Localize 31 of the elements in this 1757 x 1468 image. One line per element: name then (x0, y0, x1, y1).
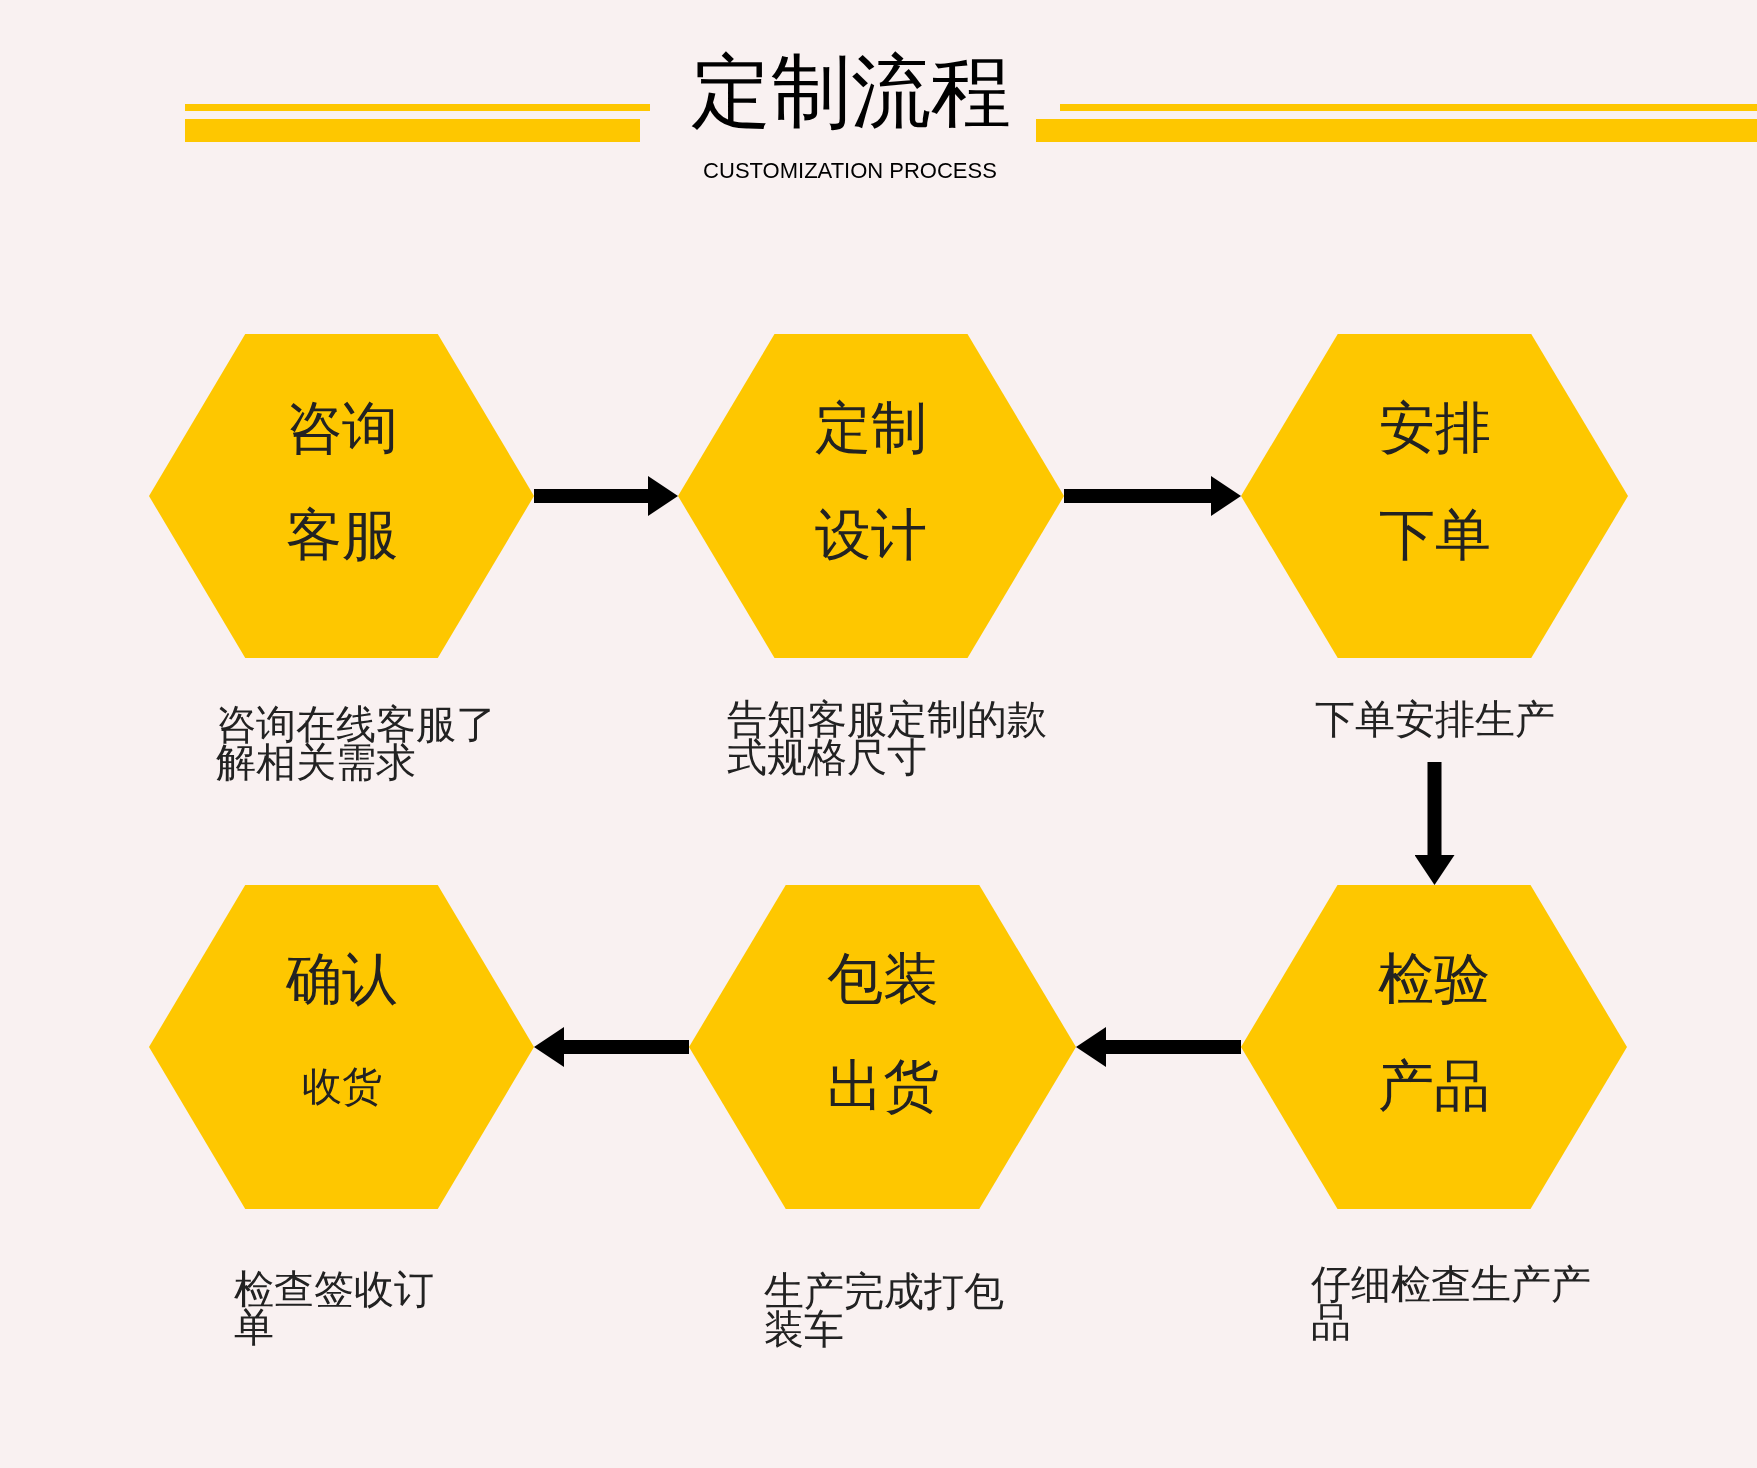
arrow (1414, 762, 1455, 885)
arrow (534, 476, 678, 516)
node-label: 下单 (1377, 506, 1492, 563)
hexagon (678, 334, 1064, 658)
hexagon (1241, 334, 1628, 658)
hexagon (689, 885, 1076, 1209)
node-label: 产品 (1377, 1057, 1491, 1114)
step-description: 咨询在线客服了解相关需求 (216, 705, 497, 781)
node-label: 定制 (814, 399, 928, 456)
arrow (1076, 1027, 1241, 1067)
node-label: 检验 (1377, 950, 1491, 1007)
arrow (534, 1027, 689, 1067)
step-description: 告知客服定制的款式规格尺寸 (727, 700, 1048, 776)
node-label: 咨询 (284, 399, 399, 456)
node-label: 客服 (284, 506, 399, 563)
node-label: 包装 (825, 950, 940, 1007)
hexagon (1241, 885, 1627, 1209)
step-description: 生产完成打包装车 (764, 1272, 1005, 1348)
arrow (1064, 476, 1241, 516)
step-description: 下单安排生产 (1315, 700, 1556, 738)
hexagon (149, 334, 534, 658)
step-description: 检查签收订单 (234, 1270, 435, 1346)
step-description: 仔细检查生产产品 (1311, 1265, 1592, 1341)
subtitle: CUSTOMIZATION PROCESS (702, 160, 998, 182)
node-label: 确认 (284, 950, 399, 1007)
hexagon (149, 885, 534, 1209)
title: 定制流程 (690, 52, 1012, 132)
node-label: 安排 (1377, 399, 1492, 456)
node-label: 设计 (814, 506, 928, 563)
node-label: 出货 (825, 1057, 940, 1114)
node-label: 收货 (300, 1065, 383, 1106)
